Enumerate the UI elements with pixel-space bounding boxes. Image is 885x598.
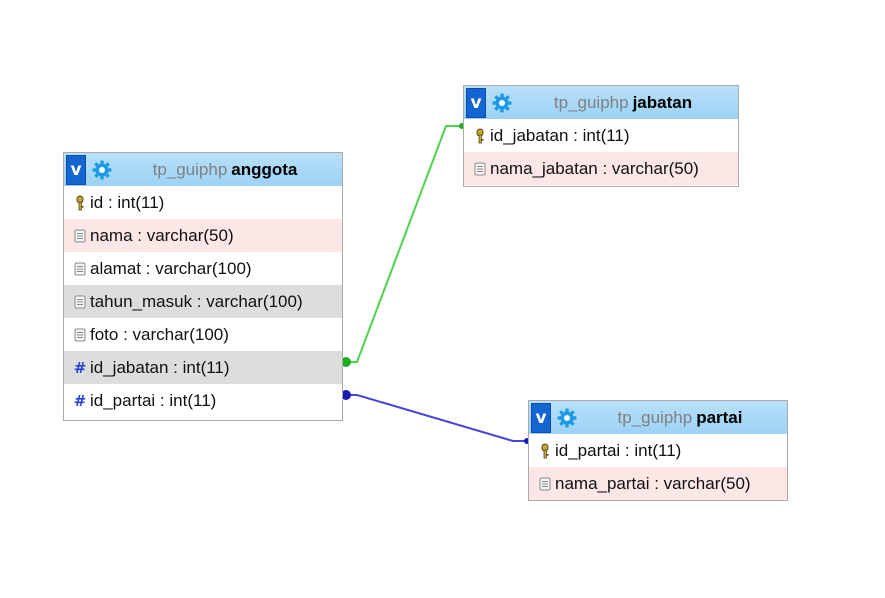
column-label: foto : varchar(100) bbox=[90, 324, 229, 344]
key-icon bbox=[470, 127, 490, 145]
table-header[interactable]: v tp_guiphp partai bbox=[529, 401, 787, 434]
gear-icon[interactable] bbox=[91, 159, 113, 181]
column-icon bbox=[70, 326, 90, 344]
column-label: id_partai : int(11) bbox=[555, 440, 682, 460]
db-name: tp_guiphp bbox=[553, 92, 629, 112]
column-row[interactable]: foto : varchar(100) bbox=[64, 318, 342, 351]
table-title[interactable]: tp_guiphp jabatan bbox=[512, 86, 734, 119]
column-icon bbox=[535, 475, 555, 493]
column-row[interactable]: # id_partai : int(11) bbox=[64, 384, 342, 417]
column-icon bbox=[70, 293, 90, 311]
gear-icon[interactable] bbox=[491, 92, 513, 114]
column-row[interactable]: # id_jabatan : int(11) bbox=[64, 351, 342, 384]
column-label: nama_jabatan : varchar(50) bbox=[490, 158, 699, 178]
toggle-button[interactable]: v bbox=[466, 87, 486, 118]
column-row[interactable]: id_partai : int(11) bbox=[529, 434, 787, 467]
relation-anggota-jabatan-line[interactable] bbox=[343, 125, 464, 363]
key-icon bbox=[70, 194, 90, 212]
relation-anggota-partai-line[interactable] bbox=[343, 394, 529, 442]
column-label: nama : varchar(50) bbox=[90, 225, 234, 245]
table-header[interactable]: v tp_guiphp anggota bbox=[64, 153, 342, 186]
column-label: alamat : varchar(100) bbox=[90, 258, 252, 278]
db-name: tp_guiphp bbox=[617, 407, 693, 427]
column-label: id_partai : int(11) bbox=[90, 390, 217, 410]
column-icon bbox=[470, 160, 490, 178]
db-name: tp_guiphp bbox=[152, 159, 228, 179]
table-name: anggota bbox=[231, 159, 298, 179]
table-partai[interactable]: v tp_guiphp partai id_partai : int(11) n… bbox=[528, 400, 788, 501]
hash-icon: # bbox=[73, 391, 87, 410]
hash-icon: # bbox=[73, 358, 87, 377]
column-row[interactable]: tahun_masuk : varchar(100) bbox=[64, 285, 342, 318]
table-jabatan[interactable]: v tp_guiphp jabatan id_jabatan : int(11)… bbox=[463, 85, 739, 187]
column-icon bbox=[70, 227, 90, 245]
table-name: partai bbox=[696, 407, 743, 427]
key-icon bbox=[535, 442, 555, 460]
table-anggota[interactable]: v tp_guiphp anggota id : int(11) nama : … bbox=[63, 152, 343, 421]
column-row[interactable]: alamat : varchar(100) bbox=[64, 252, 342, 285]
column-row[interactable]: id_jabatan : int(11) bbox=[464, 119, 738, 152]
column-row[interactable]: nama : varchar(50) bbox=[64, 219, 342, 252]
column-label: id_jabatan : int(11) bbox=[490, 125, 630, 145]
toggle-button[interactable]: v bbox=[66, 154, 86, 185]
column-label: nama_partai : varchar(50) bbox=[555, 473, 751, 493]
column-icon bbox=[70, 260, 90, 278]
table-header[interactable]: v tp_guiphp jabatan bbox=[464, 86, 738, 119]
column-row[interactable]: nama_partai : varchar(50) bbox=[529, 467, 787, 500]
table-title[interactable]: tp_guiphp anggota bbox=[112, 153, 338, 186]
toggle-button[interactable]: v bbox=[531, 402, 551, 433]
gear-icon[interactable] bbox=[556, 407, 578, 429]
table-title[interactable]: tp_guiphp partai bbox=[577, 401, 783, 434]
column-label: tahun_masuk : varchar(100) bbox=[90, 291, 303, 311]
column-label: id_jabatan : int(11) bbox=[90, 357, 230, 377]
table-name: jabatan bbox=[632, 92, 693, 112]
column-label: id : int(11) bbox=[90, 192, 165, 212]
column-row[interactable]: id : int(11) bbox=[64, 186, 342, 219]
column-row[interactable]: nama_jabatan : varchar(50) bbox=[464, 152, 738, 185]
